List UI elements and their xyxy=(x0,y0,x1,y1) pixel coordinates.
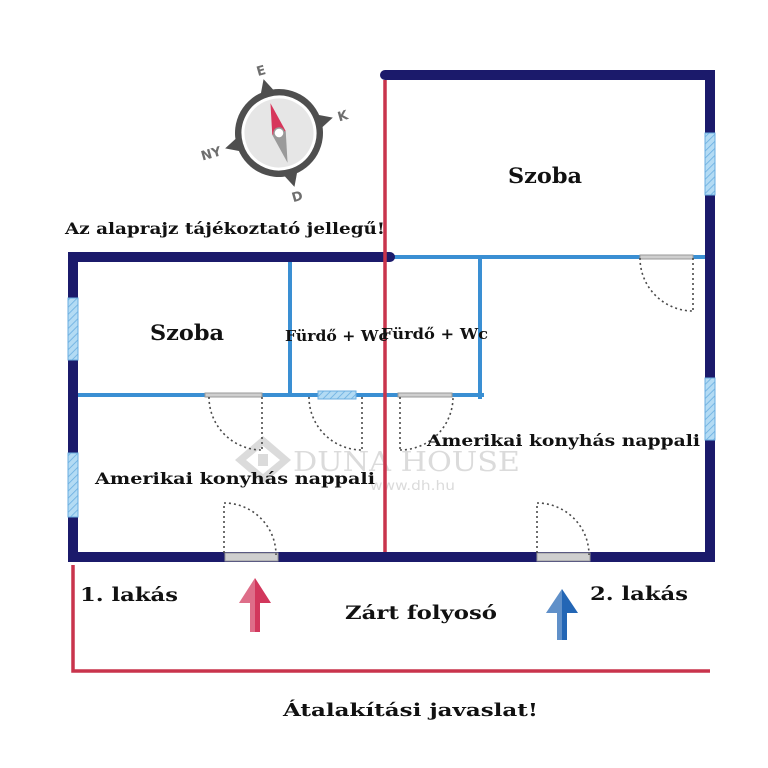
apartment-1-label: 1. lakás xyxy=(80,584,178,606)
entrance-door-apt2 xyxy=(536,552,591,562)
compass-label-east: K xyxy=(336,108,351,125)
window xyxy=(704,377,716,441)
watermark: DUNA HOUSE www.dh.hu xyxy=(235,436,520,494)
outer-walls xyxy=(68,70,715,562)
door-opening xyxy=(639,254,694,260)
corridor-boundary-line xyxy=(71,565,710,673)
door-openings xyxy=(204,254,694,562)
bathroom-window xyxy=(317,390,357,400)
door-swing xyxy=(208,396,263,451)
window xyxy=(67,452,79,518)
room-label-living-apt1: Amerikai konyhás nappali xyxy=(94,469,375,488)
room-label-bathroom-apt1: Fürdő + Wc xyxy=(285,327,388,345)
window xyxy=(704,132,716,196)
door-swings xyxy=(208,257,694,556)
door-swing xyxy=(639,257,694,312)
room-label-bathroom-apt2: Fürdő + Wc xyxy=(381,325,488,343)
door-opening xyxy=(204,392,263,398)
door-opening xyxy=(397,392,453,398)
compass-hub xyxy=(273,127,285,139)
room-label-living-apt2: Amerikai konyhás nappali xyxy=(426,431,700,450)
compass-label-west: NY xyxy=(199,144,223,164)
window xyxy=(67,297,79,361)
proposal-text: Átalakítási javaslat! xyxy=(282,698,538,721)
arrow-up-icon xyxy=(239,578,271,632)
door-swing xyxy=(399,396,454,451)
compass-needle-south xyxy=(272,131,288,163)
corridor-label: Zárt folyosó xyxy=(345,602,497,624)
room-label-bedroom-apt2: Szoba xyxy=(508,163,582,188)
compass-needle-north xyxy=(270,103,286,135)
arrow-up-icon xyxy=(546,589,578,640)
room-label-bedroom-apt1: Szoba xyxy=(150,320,224,345)
compass-label-south: D xyxy=(290,189,305,206)
windows xyxy=(67,132,716,518)
disclaimer-text: Az alaprajz tájékoztató jellegű! xyxy=(64,219,385,238)
door-swing xyxy=(308,396,363,451)
compass-icon: E K D NY xyxy=(199,63,351,206)
watermark-brand: DUNA HOUSE xyxy=(293,447,520,478)
door-swing xyxy=(223,502,277,556)
entrance-door-apt1 xyxy=(224,552,279,562)
duna-house-logo-icon xyxy=(235,436,291,484)
apartment-2-label: 2. lakás xyxy=(590,583,688,605)
watermark-url: www.dh.hu xyxy=(370,479,455,494)
compass-label-north: E xyxy=(255,63,268,80)
door-swing xyxy=(536,502,590,556)
